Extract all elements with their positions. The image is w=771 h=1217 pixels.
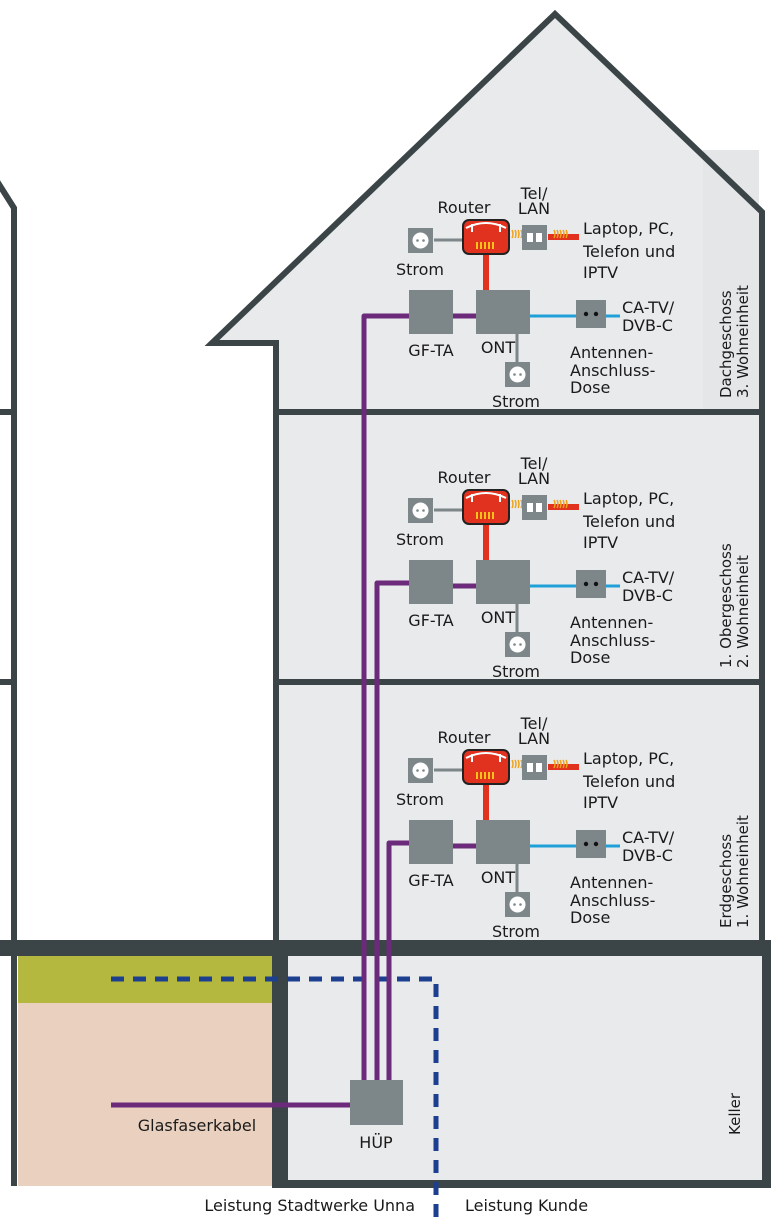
strom-router-label: Strom [396, 790, 444, 809]
footer-right-label: Leistung Kunde [465, 1196, 588, 1215]
router-label: Router [437, 198, 490, 217]
hup-box [350, 1080, 403, 1125]
soil-area [18, 1003, 276, 1186]
tel-lan-label-1: Tel/ [520, 454, 548, 473]
ont-box [476, 820, 530, 864]
router-icon [462, 219, 510, 255]
side-label-keller: Keller [726, 1092, 744, 1135]
wave-icon [553, 499, 568, 509]
floor-obergeschoss: Strom Router Tel/LAN Laptop, PC, Telefon und… [396, 454, 752, 681]
wave-icon [553, 229, 568, 239]
gf-ta-label: GF-TA [408, 871, 453, 890]
tel-lan-label-2: LAN [518, 729, 550, 748]
side-strip [703, 150, 759, 412]
gf-ta-box [409, 290, 453, 334]
power-socket-icon [408, 228, 433, 253]
antenne-label-2: Anschluss- [570, 361, 655, 380]
devices-label-3: IPTV [583, 793, 618, 812]
side-label-line-1: 1. Obergeschoss [717, 543, 735, 668]
hup-label: HÜP [359, 1133, 393, 1152]
antenne-label-3: Dose [570, 908, 610, 927]
antenne-label-2: Anschluss- [570, 891, 655, 910]
side-label-line-2: 2. Wohneinheit [734, 555, 752, 668]
strom-router-label: Strom [396, 260, 444, 279]
power-socket-icon [505, 892, 530, 917]
basement-floor [272, 1180, 771, 1188]
strom-router-label: Strom [396, 530, 444, 549]
ont-box [476, 560, 530, 604]
router-label: Router [437, 728, 490, 747]
lan-socket-icon [522, 755, 547, 780]
catv-label-1: CA-TV/ [622, 828, 675, 847]
catv-label-1: CA-TV/ [622, 298, 675, 317]
fiber-risers [111, 313, 410, 1108]
wave-icon [553, 759, 568, 769]
antenne-label-1: Antennen- [570, 343, 653, 362]
lan-socket-icon [522, 225, 547, 250]
tel-lan-label-1: Tel/ [520, 184, 548, 203]
catv-label-1: CA-TV/ [622, 568, 675, 587]
devices-label-2: Telefon und [582, 772, 675, 791]
catv-label-2: DVB-C [622, 586, 673, 605]
basement-room [288, 956, 762, 1182]
side-label-line-2: 3. Wohneinheit [734, 285, 752, 398]
basement-right-wall [762, 940, 771, 1186]
glasfaserkabel-label: Glasfaserkabel [138, 1116, 256, 1135]
power-socket-icon [505, 362, 530, 387]
antenne-label-1: Antennen- [570, 873, 653, 892]
basement-ceiling-slab [0, 940, 771, 956]
power-socket-icon [505, 632, 530, 657]
footer-left-label: Leistung Stadtwerke Unna [204, 1196, 415, 1215]
power-socket-icon [408, 498, 433, 523]
tel-lan-label-2: LAN [518, 199, 550, 218]
floor-erdgeschoss: Strom Router Tel/LAN Laptop, PC, Telefon und… [396, 714, 752, 941]
devices-label-2: Telefon und [582, 242, 675, 261]
basement-left-wall [272, 940, 288, 1186]
antenne-label-2: Anschluss- [570, 631, 655, 650]
devices-label-1: Laptop, PC, [583, 219, 674, 238]
ont-label: ONT [481, 608, 516, 627]
coax-socket-icon [576, 300, 606, 328]
floor-dachgeschoss: Strom Router Tel/LAN Laptop, PC, Telefon und… [396, 184, 752, 411]
side-label-line-2: 1. Wohneinheit [734, 815, 752, 928]
coax-socket-icon [576, 830, 606, 858]
attic-room [212, 14, 759, 412]
gf-ta-box [409, 560, 453, 604]
strom-ont-label: Strom [492, 392, 540, 411]
antenne-label-3: Dose [570, 648, 610, 667]
strom-ont-label: Strom [492, 662, 540, 681]
devices-label-2: Telefon und [582, 512, 675, 531]
coax-socket-icon [576, 570, 606, 598]
ont-label: ONT [481, 868, 516, 887]
devices-label-3: IPTV [583, 533, 618, 552]
gf-ta-label: GF-TA [408, 341, 453, 360]
tel-lan-label-2: LAN [518, 469, 550, 488]
strom-ont-label: Strom [492, 922, 540, 941]
router-label: Router [437, 468, 490, 487]
tel-lan-label-1: Tel/ [520, 714, 548, 733]
power-socket-icon [408, 758, 433, 783]
house-walls [204, 9, 765, 946]
antenne-label-1: Antennen- [570, 613, 653, 632]
devices-label-3: IPTV [583, 263, 618, 282]
devices-label-1: Laptop, PC, [583, 489, 674, 508]
lan-socket-icon [522, 495, 547, 520]
router-icon [462, 489, 510, 525]
catv-label-2: DVB-C [622, 846, 673, 865]
side-label-line-1: Dachgeschoss [717, 290, 735, 398]
ont-label: ONT [481, 338, 516, 357]
router-icon [462, 749, 510, 785]
catv-label-2: DVB-C [622, 316, 673, 335]
neighbour-house [0, 180, 17, 1186]
gf-ta-label: GF-TA [408, 611, 453, 630]
ont-box [476, 290, 530, 334]
side-label-line-1: Erdgeschoss [717, 834, 735, 928]
antenne-label-3: Dose [570, 378, 610, 397]
gf-ta-box [409, 820, 453, 864]
devices-label-1: Laptop, PC, [583, 749, 674, 768]
